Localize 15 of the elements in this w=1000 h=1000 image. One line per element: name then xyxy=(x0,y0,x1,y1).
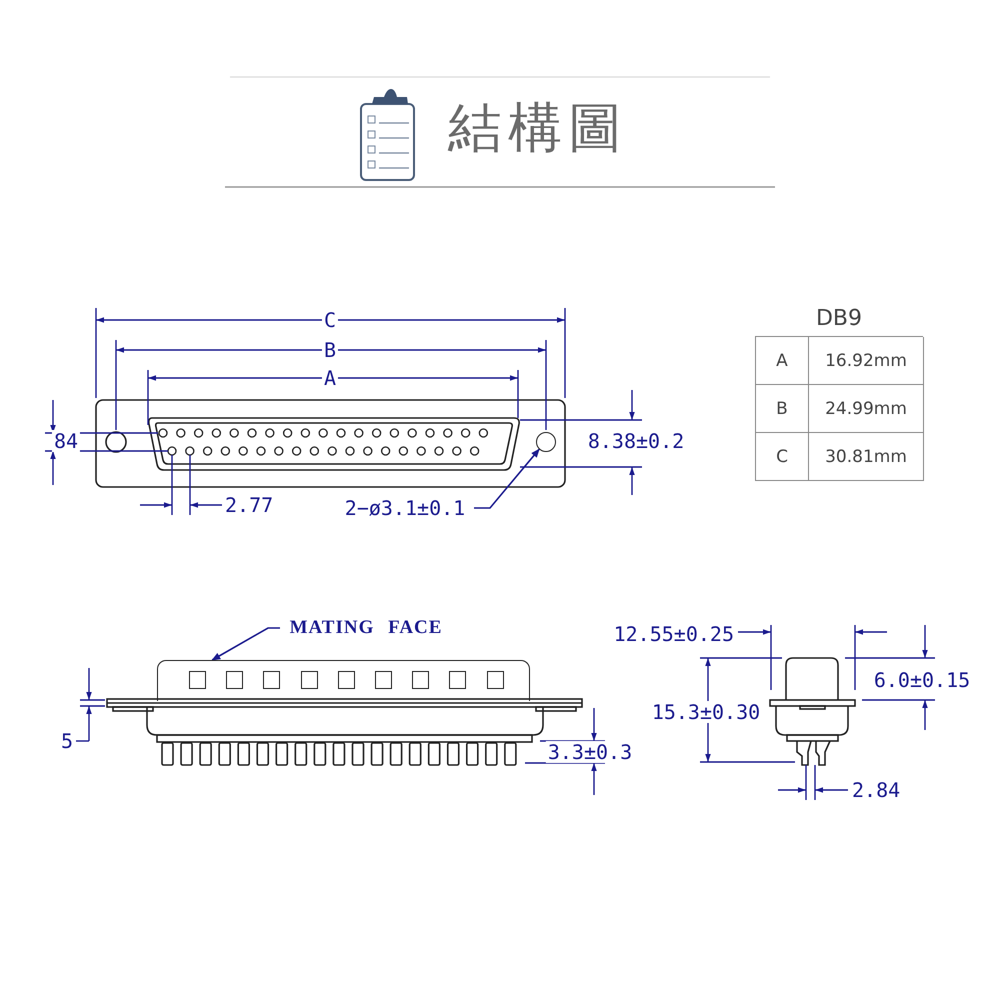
table-cell: 24.99mm xyxy=(809,385,924,433)
leader-line xyxy=(474,448,540,509)
callout-text: 2−ø3.1±0.1 xyxy=(336,495,474,521)
table-cell: B xyxy=(756,385,809,433)
mounting-hole xyxy=(536,432,556,452)
page-title: 結構圖 xyxy=(448,96,628,161)
dimension-label: 84 xyxy=(52,430,80,452)
table-cell: A xyxy=(756,337,809,385)
table-cell: C xyxy=(756,433,809,481)
table-title: DB9 xyxy=(814,305,864,333)
leader-line xyxy=(211,627,280,661)
callout-text: MATING FACE xyxy=(280,614,452,642)
connector-shell xyxy=(157,660,530,701)
table-cell: 16.92mm xyxy=(809,337,924,385)
table-cell: 30.81mm xyxy=(809,433,924,481)
